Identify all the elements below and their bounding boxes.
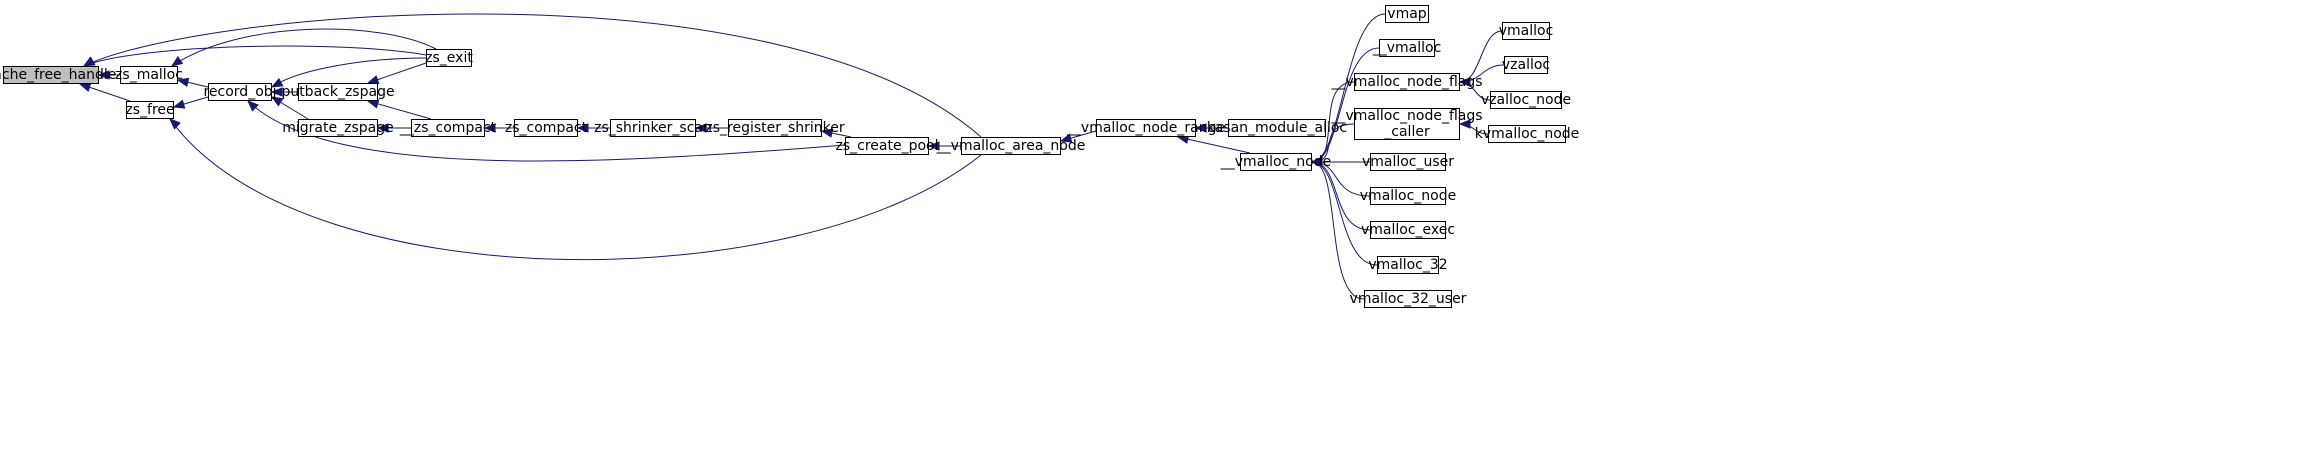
- arrowhead-zs_create_pool-to-record_obj: [247, 100, 259, 112]
- edge-__vmalloc_node-to-__vmalloc_node_range: [1177, 136, 1251, 154]
- arrowhead-__vmalloc_area_node-to-zs_create_pool: [927, 141, 940, 151]
- node-zs-free[interactable]: zs_free: [125, 101, 175, 119]
- node-label: __vmalloc: [1372, 40, 1442, 56]
- node-label: zs_shrinker_scan: [594, 120, 712, 136]
- arrowhead-__vmalloc_node_range-to-__vmalloc_area_node: [1059, 133, 1073, 143]
- arrowhead-zs_exit-to-record_obj: [270, 77, 284, 88]
- node-label: zs_free: [125, 102, 175, 118]
- edge-zs_create_pool-to-record_obj: [247, 100, 846, 162]
- node-label: migrate_zspage: [282, 120, 394, 136]
- edge-__zs_compact-to-putback_zspage: [367, 100, 432, 120]
- node-zs-compact[interactable]: zs_compact: [505, 119, 587, 137]
- arrowhead-zs_compact-to-__zs_compact: [483, 123, 496, 133]
- node-vmalloc-exec[interactable]: vmalloc_exec: [1361, 221, 1455, 239]
- edge-zs_exit-to-record_obj: [271, 57, 427, 88]
- arrowhead-__vmalloc_area_node-to-cache_free_handle: [82, 56, 96, 67]
- node-label: __vmalloc_area_node: [936, 138, 1086, 154]
- node-label: kvmalloc_node: [1474, 126, 1580, 142]
- node-vzalloc[interactable]: vzalloc: [1501, 56, 1551, 74]
- arrowhead-__zs_compact-to-migrate_zspage: [376, 123, 389, 133]
- node-label: kasan_module_alloc: [1206, 120, 1348, 136]
- arrowhead-zs_shrinker_scan-to-zs_compact: [576, 123, 589, 133]
- node-label: zs_create_pool: [835, 138, 939, 154]
- node-vmalloc-32-user[interactable]: vmalloc_32_user: [1350, 290, 1466, 308]
- node-label: vmalloc_32: [1368, 257, 1448, 273]
- arrowhead-zs_create_pool-to-zs_register_shrinker: [820, 128, 834, 138]
- arrowhead-zs_malloc-to-cache_free_handle: [97, 70, 110, 80]
- node-zs-exit[interactable]: zs_exit: [425, 49, 473, 67]
- node-vmalloc-32[interactable]: vmalloc_32: [1368, 256, 1448, 274]
- node-cache-free-handle[interactable]: cache_free_handle: [0, 66, 116, 84]
- node-zs-register-shrinker[interactable]: zs_register_shrinker: [705, 119, 845, 137]
- node-putback-zspage[interactable]: putback_zspage: [281, 83, 395, 101]
- arrowhead-zs_free-to-cache_free_handle: [78, 82, 92, 92]
- node-label: zs_compact: [504, 120, 588, 136]
- node-vmalloc-user[interactable]: vmalloc_user: [1362, 153, 1454, 171]
- node-label: vmalloc_exec: [1360, 222, 1456, 238]
- node-kasan-module-alloc[interactable]: kasan_module_alloc: [1207, 119, 1347, 137]
- arrowhead-kasan_module_alloc-to-__vmalloc_node_range: [1194, 123, 1207, 133]
- node-label: zs_exit: [425, 50, 473, 66]
- edge-vmap-to-__vmalloc_node: [1311, 13, 1386, 163]
- arrowhead-__vmalloc_area_node-to-zs_free: [169, 118, 181, 130]
- node-label: __vmalloc_node: [1220, 154, 1332, 170]
- node-label: putback_zspage: [281, 84, 395, 100]
- arrowhead-record_obj-to-zs_free: [172, 99, 186, 109]
- node-label: vzalloc_node: [1480, 92, 1572, 108]
- edge-zs_exit-to-zs_malloc: [171, 28, 437, 67]
- node-label: vmalloc: [1498, 23, 1554, 39]
- node-label: vmalloc_user: [1361, 154, 1455, 170]
- edge-__vmalloc_area_node-to-zs_free: [169, 118, 982, 261]
- node-vmalloc-node[interactable]: vmalloc_node: [1360, 187, 1456, 205]
- node-label: vmap: [1387, 6, 1427, 22]
- arrowhead-vzalloc_node-to-__vmalloc_node_flags: [1458, 77, 1471, 87]
- edge-__vmalloc-to-__vmalloc_node: [1311, 47, 1380, 163]
- node-label: __zs_compact: [399, 120, 497, 136]
- node-kvmalloc-node[interactable]: kvmalloc_node: [1475, 125, 1579, 143]
- node-vmalloc-area-node[interactable]: __vmalloc_area_node: [937, 137, 1085, 155]
- node-vmalloc[interactable]: __vmalloc: [1373, 39, 1441, 57]
- node-label: vmalloc_node: [1359, 188, 1457, 204]
- node-zs-shrinker-scan[interactable]: zs_shrinker_scan: [594, 119, 712, 137]
- edge-zs_exit-to-cache_free_handle: [83, 45, 427, 67]
- node-record-obj[interactable]: record_obj: [203, 83, 277, 101]
- node-label: __vmalloc_node_flags: [1331, 108, 1483, 124]
- node-vmalloc-node-flags[interactable]: __vmalloc_node_flags: [1331, 73, 1483, 91]
- node-label: __vmalloc_node_flags: [1331, 74, 1483, 90]
- node-vmap[interactable]: vmap: [1385, 5, 1429, 23]
- node-label: cache_free_handle: [0, 67, 117, 83]
- node-label: zs_malloc: [115, 67, 183, 83]
- arrowhead-migrate_zspage-to-record_obj: [270, 96, 284, 107]
- edge-__vmalloc_area_node-to-cache_free_handle: [83, 13, 982, 138]
- arrowhead-vmalloc_32_user-to-__vmalloc_node: [1310, 157, 1323, 167]
- node-zs-malloc[interactable]: zs_malloc: [115, 66, 183, 84]
- arrowhead-record_obj-to-zs_malloc: [176, 77, 190, 88]
- node-vmalloc-node[interactable]: __vmalloc_node: [1221, 153, 1331, 171]
- edge-vmalloc_32_user-to-__vmalloc_node: [1311, 161, 1365, 300]
- arrowhead-kvmalloc_node-to-__vmalloc_node_flags_caller: [1458, 119, 1471, 129]
- arrowhead-__zs_compact-to-putback_zspage: [366, 99, 380, 109]
- node-vmalloc-node-flags-caller[interactable]: __vmalloc_node_flags_caller: [1331, 108, 1483, 140]
- node-label: vzalloc: [1501, 57, 1551, 73]
- node-label: __vmalloc_node_range: [1066, 120, 1226, 136]
- edge-vmalloc_32-to-__vmalloc_node: [1311, 161, 1378, 266]
- node-label: _caller: [1384, 124, 1430, 140]
- node-zs-compact[interactable]: __zs_compact: [400, 119, 496, 137]
- arrowhead-putback_zspage-to-record_obj: [270, 87, 283, 97]
- node-label: vmalloc_32_user: [1349, 291, 1467, 307]
- node-migrate-zspage[interactable]: migrate_zspage: [282, 119, 394, 137]
- node-vzalloc-node[interactable]: vzalloc_node: [1481, 91, 1571, 109]
- node-label: record_obj: [203, 84, 277, 100]
- node-label: zs_register_shrinker: [705, 120, 845, 136]
- arrowhead-zs_register_shrinker-to-zs_shrinker_scan: [694, 123, 707, 133]
- node-vmalloc-node-range[interactable]: __vmalloc_node_range: [1067, 119, 1225, 137]
- node-zs-create-pool[interactable]: zs_create_pool: [836, 137, 939, 155]
- arrowhead-zs_exit-to-zs_malloc: [170, 56, 184, 67]
- node-vmalloc[interactable]: vmalloc: [1499, 22, 1553, 40]
